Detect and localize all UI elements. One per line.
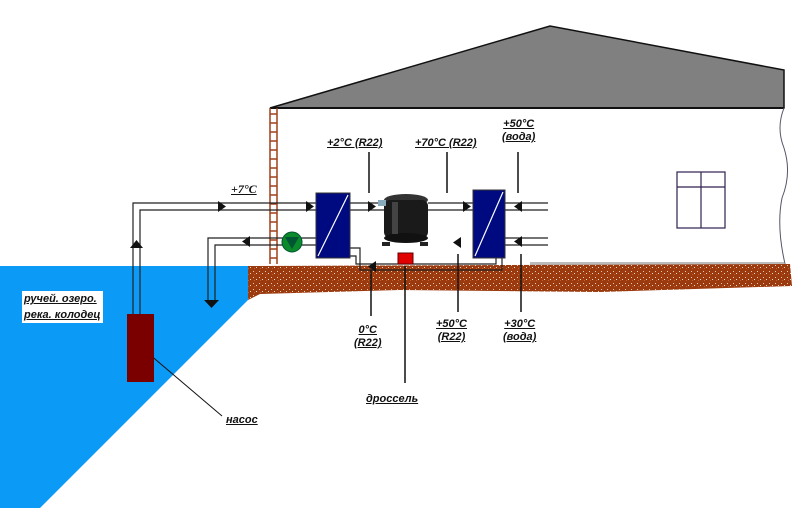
water-source-label: ручей. озеро. река. колодец [22,291,103,323]
compressor-out-label: +70°C (R22) [415,137,477,149]
wall-break-line [779,107,788,269]
intake-temp-label: +7°C [231,182,257,196]
soil [248,264,792,300]
water-in-medium: (вода) [503,331,537,343]
window [676,171,726,229]
flow-arrows [130,201,522,308]
water-source-line2: река. колодец [24,309,101,321]
foundation [530,262,784,266]
condenser-out-label: +50°C (R22) [436,318,467,344]
evaporator-in-label: 0°C (R22) [354,324,382,350]
compressor [378,194,428,246]
evaporator-in-temp: 0°C [358,324,377,336]
throttle-valve [397,252,414,265]
roof [269,25,785,109]
water-body [0,266,248,508]
circulation-pump [281,231,303,253]
leader-lines [141,152,522,417]
pump-label: насос [226,414,258,426]
water-in-label: +30°C (вода) [503,318,536,344]
condenser-out-medium: (R22) [437,331,466,343]
condenser [472,189,506,259]
water-in-temp: +30°C [504,318,536,330]
water-out-label: +50°C (вода) [502,118,535,144]
water-out-temp: +50°C [503,118,535,130]
evaporator-in-medium: (R22) [354,337,382,349]
water-source-line1: ручей. озеро. [24,293,97,305]
evaporator-out-label: +2°C (R22) [327,137,383,149]
water-pump [127,314,154,382]
throttle-label: дроссель [366,393,419,405]
ladder [269,108,278,264]
evaporator [315,192,351,259]
water-out-medium: (вода) [502,131,536,143]
condenser-out-temp: +50°C [436,318,468,330]
